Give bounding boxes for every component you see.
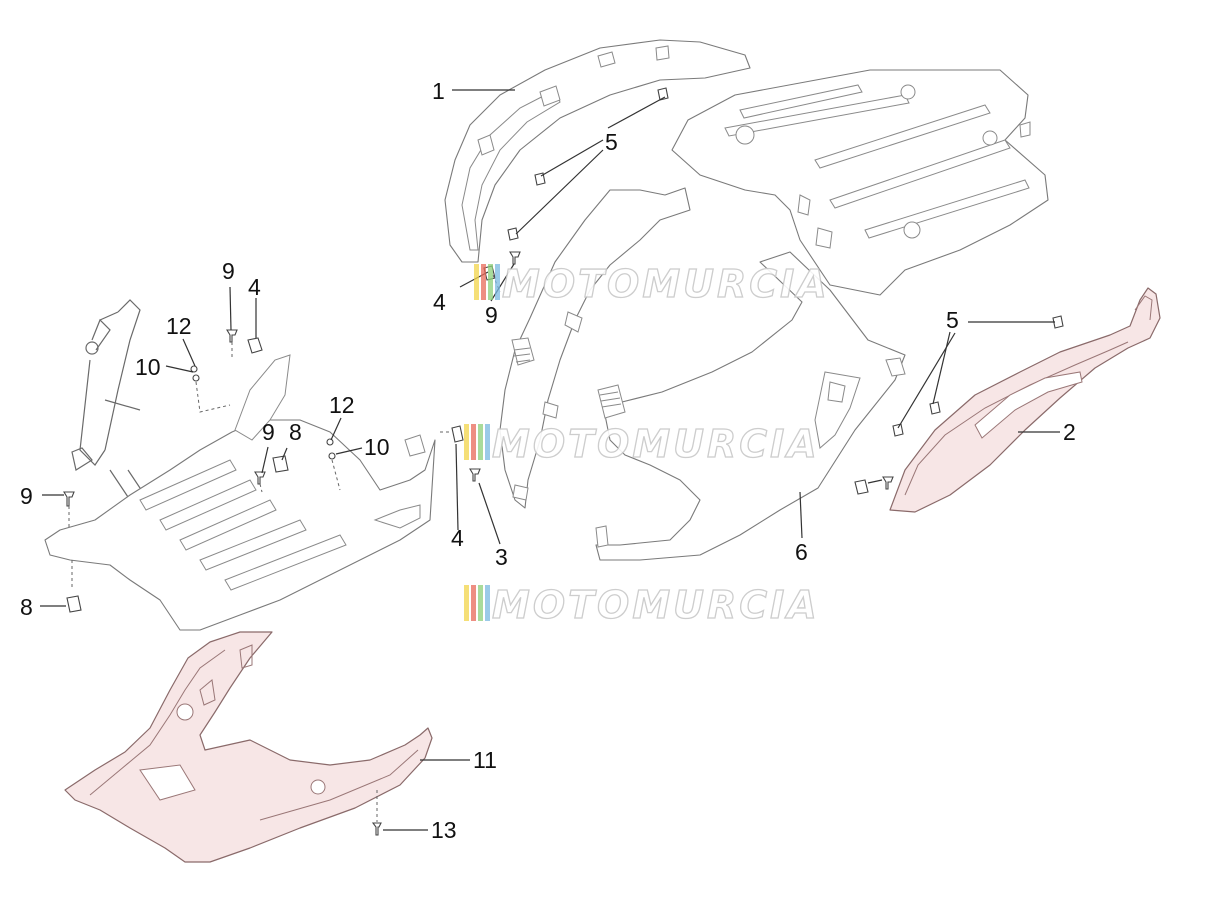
watermark-stripe (471, 585, 476, 621)
part-3-inner-front-shield (499, 187, 691, 509)
callout-labels: 1 2 3 4 4 4 5 5 6 8 8 9 9 9 9 10 10 11 1… (20, 78, 1076, 843)
callout-8-middle: 8 (289, 419, 302, 445)
callout-4-center: 4 (433, 289, 446, 315)
leader-lines (40, 89, 1060, 831)
callout-13: 13 (431, 817, 457, 843)
callout-11: 11 (473, 747, 497, 773)
watermark-stripe (495, 264, 500, 300)
part-1-leg-shield-arch (444, 39, 751, 263)
callout-5-top: 5 (605, 129, 618, 155)
watermark-stripe (464, 585, 469, 621)
watermark-brand: MOTOMURCIA (502, 262, 830, 306)
watermark-top: MOTOMURCIA (474, 261, 830, 307)
part-2-side-panel (889, 287, 1161, 513)
callout-12-left: 12 (166, 313, 192, 339)
callout-9-middle: 9 (262, 419, 275, 445)
rear-floor-panel (671, 69, 1049, 296)
watermark-stripe (471, 424, 476, 460)
callout-1: 1 (432, 78, 445, 104)
callout-10-middle: 10 (364, 434, 390, 460)
callout-6: 6 (795, 539, 808, 565)
part-6-central-tunnel (595, 251, 906, 561)
part-11-lower-cover (64, 631, 433, 863)
watermark-stripe (481, 264, 486, 300)
callout-10-left: 10 (135, 354, 161, 380)
callout-2: 2 (1063, 419, 1076, 445)
watermark-stripe (478, 424, 483, 460)
callout-9-top: 9 (222, 258, 235, 284)
callout-9-center: 9 (485, 302, 498, 328)
callout-9-left: 9 (20, 483, 33, 509)
part-5-clip-nuts (507, 87, 1064, 437)
callout-5-right: 5 (946, 307, 959, 333)
callout-4-left: 4 (248, 274, 261, 300)
watermark-stripe (464, 424, 469, 460)
watermark-brand: MOTOMURCIA (492, 422, 820, 466)
frame-and-footboard (44, 299, 436, 631)
watermark-stripe (488, 264, 493, 300)
callout-3: 3 (495, 544, 508, 570)
callout-8-left: 8 (20, 594, 33, 620)
fastener-hardware (63, 251, 894, 836)
watermark-bottom: MOTOMURCIA (464, 582, 820, 628)
watermark-stripe (474, 264, 479, 300)
watermark-stripe (485, 424, 490, 460)
watermark-middle: MOTOMURCIA (464, 421, 820, 467)
callout-12-middle: 12 (329, 392, 355, 418)
watermark-stripe (485, 585, 490, 621)
watermark-brand: MOTOMURCIA (492, 583, 820, 627)
watermark-stripe (478, 585, 483, 621)
assembly-dash-lines (68, 274, 501, 822)
callout-4-lower: 4 (451, 525, 464, 551)
